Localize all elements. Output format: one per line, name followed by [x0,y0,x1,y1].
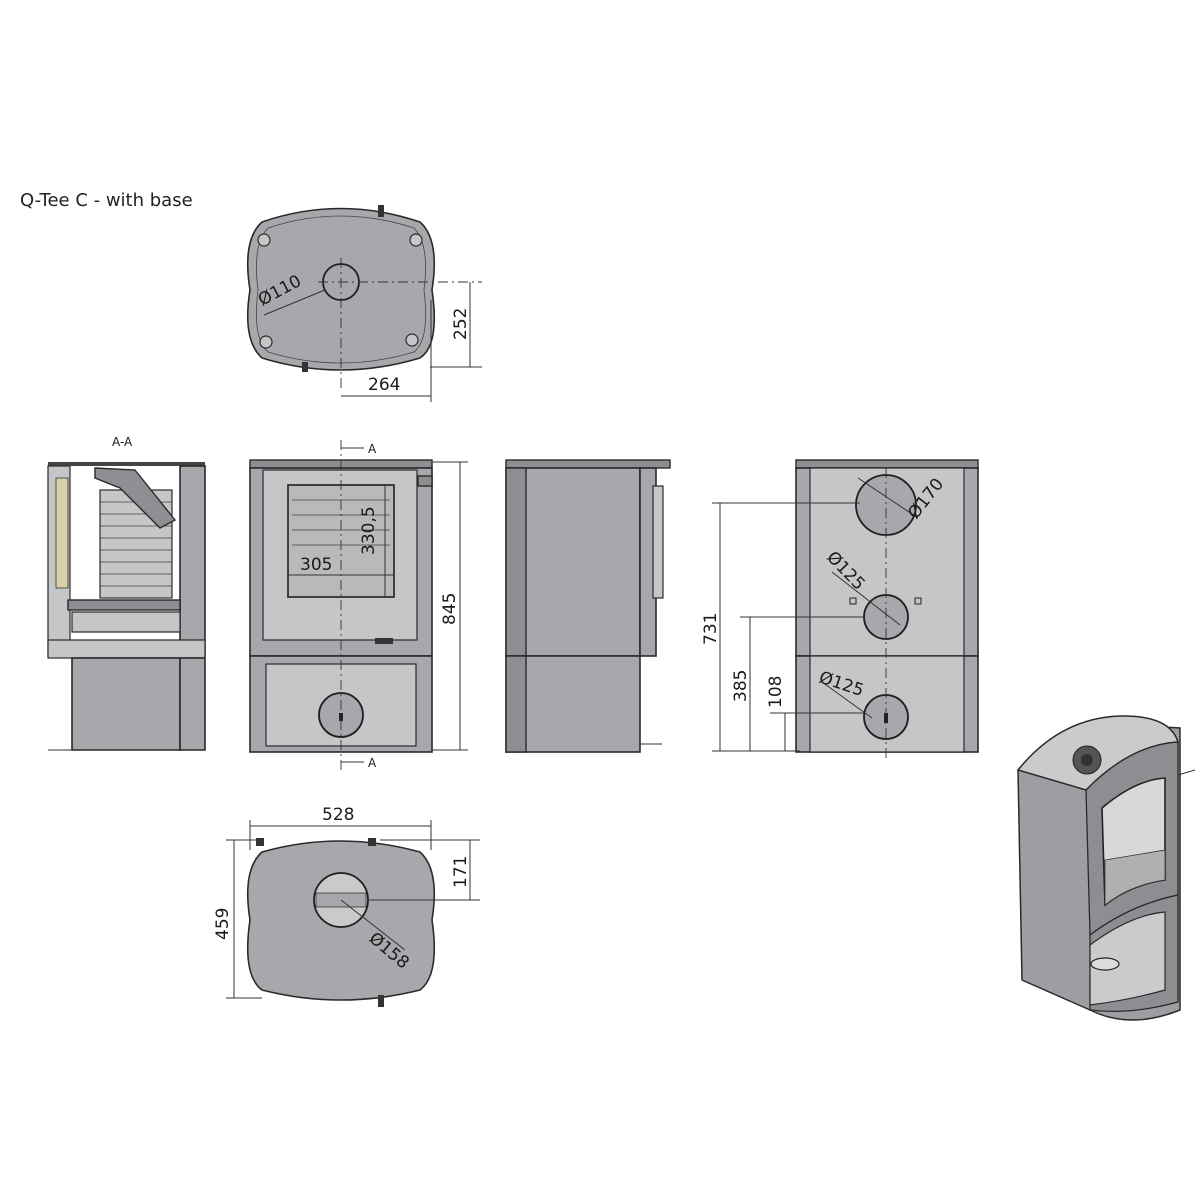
section-label: A-A [112,435,133,449]
dim-window-width: 305 [300,555,332,575]
dim-bottom-depth: 459 [213,908,233,940]
dim-rear-outlet-height: 731 [701,613,721,645]
side-view [505,459,671,753]
dim-total-height: 845 [440,593,460,625]
dim-bottom-offset: 171 [451,856,471,888]
dim-bottom-width: 528 [322,805,354,825]
front-view: A A 330,5 305 845 [249,440,468,770]
section-marker-bottom: A [368,756,377,770]
dim-lower-outlet-height: 385 [731,670,751,702]
bottom-view: 528 459 171 Ø158 [213,805,480,1007]
top-view: Ø110 252 264 [246,205,482,402]
drawing-title: Q-Tee C - with base [20,190,193,211]
section-marker-top: A [368,442,377,456]
rear-view: 731 385 108 Ø170 Ø125 Ø125 [701,459,979,762]
dim-window-height: 330,5 [359,506,379,555]
dim-top-depth-offset: 252 [451,308,471,340]
dim-air-inlet-height: 108 [766,676,786,708]
section-view: A-A [47,435,206,751]
isometric-view [1016,715,1196,1021]
dim-top-width-offset: 264 [368,375,400,395]
